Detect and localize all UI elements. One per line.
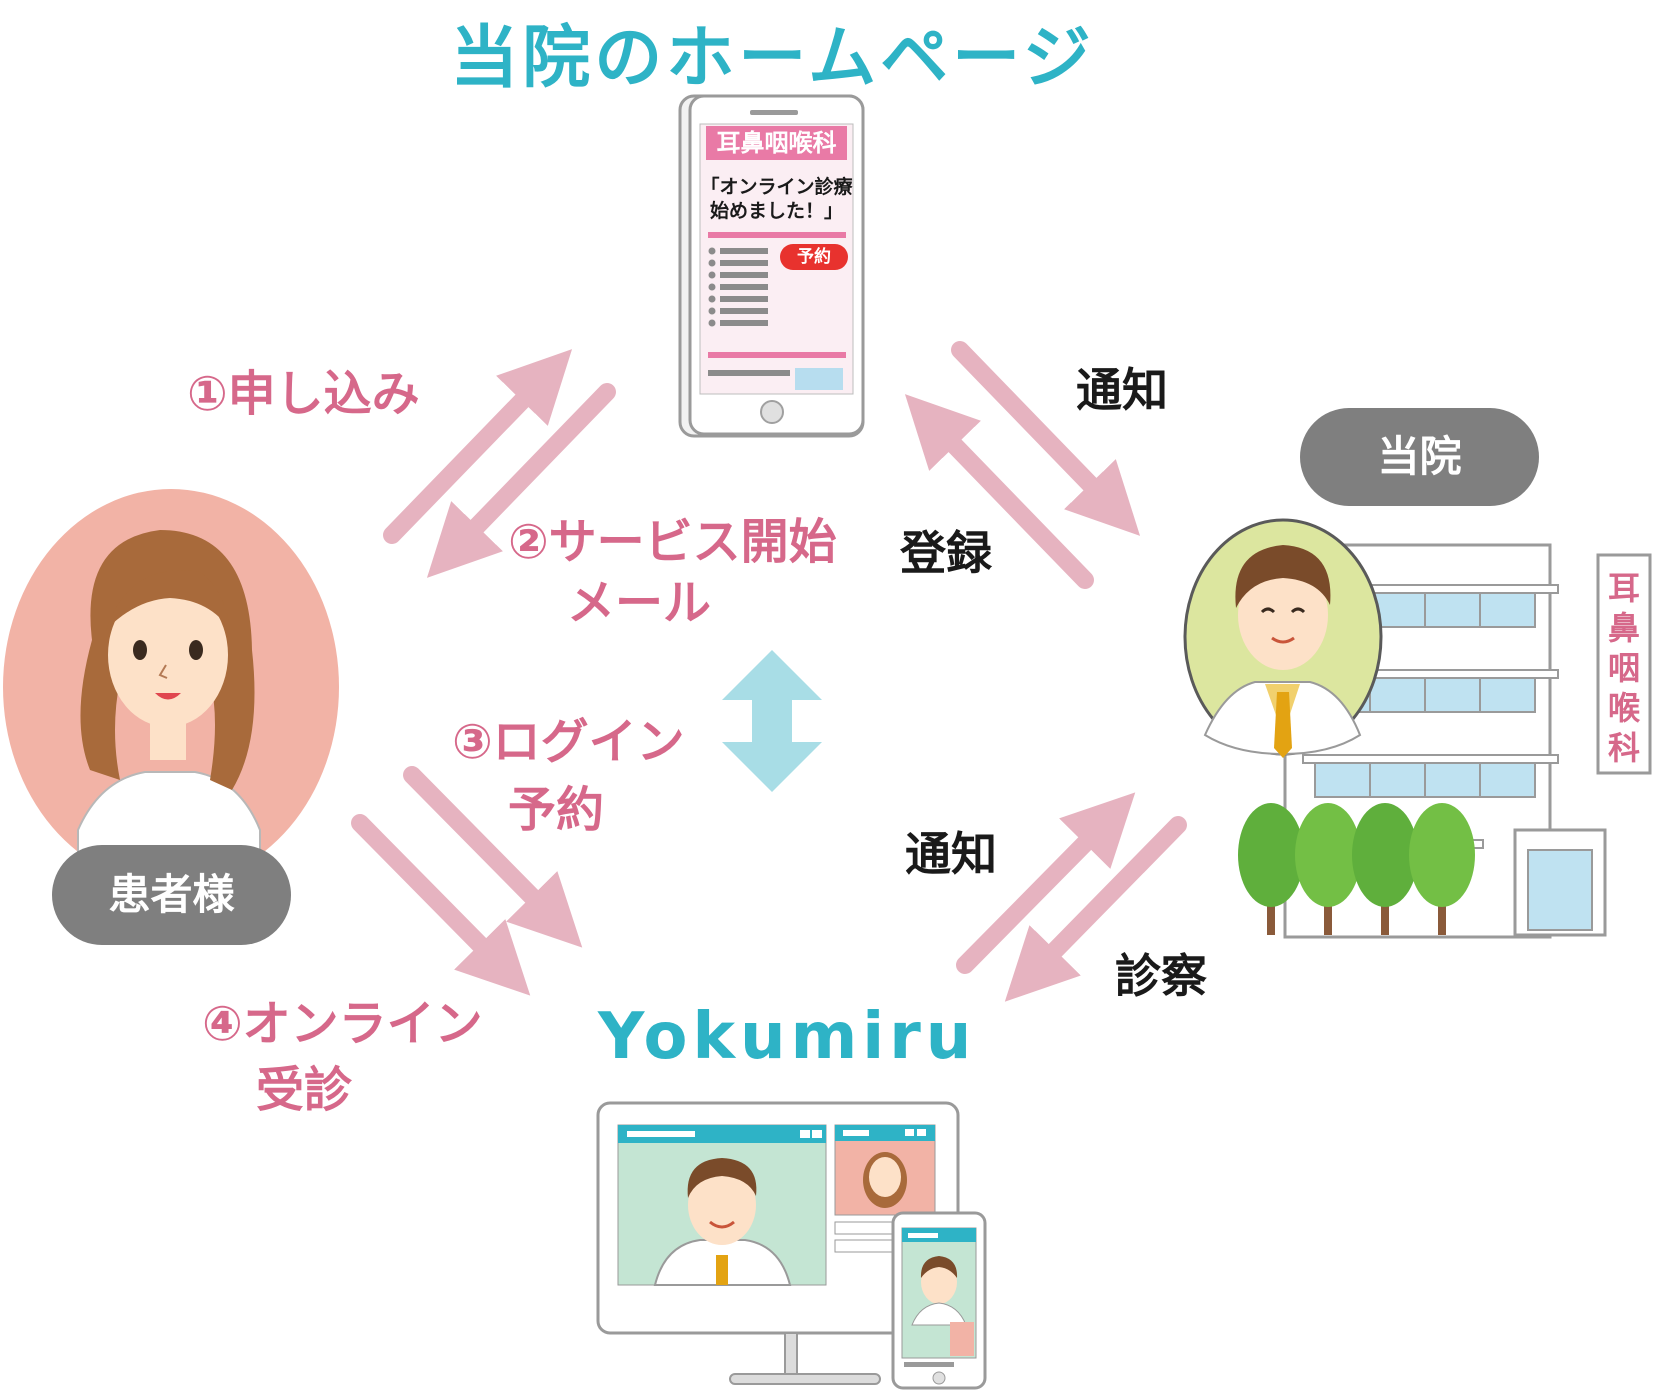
phone-headline-line1: 「オンライン診療 <box>700 176 853 198</box>
sign-char: 喉 <box>1607 689 1640 727</box>
step2-label-line2: メール <box>567 575 712 631</box>
page-title: 当院のホームページ <box>450 19 1095 98</box>
phone-department-label: 耳鼻咽喉科 <box>716 129 837 157</box>
arrows-clinic-yokumiru <box>956 792 1187 1002</box>
yokumiru-brand: Yokumiru <box>598 1000 977 1074</box>
step1-label: ①申し込み <box>187 366 420 422</box>
sign-char: 耳 <box>1607 569 1640 607</box>
double-arrow-icon <box>722 650 822 792</box>
yokumiru-monitor-illustration <box>596 1101 987 1390</box>
arrows-patient-yokumiru <box>351 766 583 996</box>
notify-top-label: 通知 <box>1076 363 1168 417</box>
step3-label-line1: ③ログイン <box>452 714 685 770</box>
patient-label: 患者様 <box>52 845 291 945</box>
building-sign: 耳 鼻 咽 喉 科 <box>1598 568 1650 768</box>
consult-label: 診察 <box>1115 949 1207 1003</box>
reserve-badge: 予約 <box>797 247 831 267</box>
phone-headline-line2: 始めました！」 <box>709 200 843 222</box>
trees <box>1238 803 1475 935</box>
sign-char: 咽 <box>1607 649 1640 687</box>
notify-bottom-label: 通知 <box>905 827 997 881</box>
step4-label-line1: ④オンライン <box>202 996 483 1052</box>
doctor-avatar <box>1183 518 1383 758</box>
clinic-label: 当院 <box>1300 408 1539 506</box>
sign-char: 科 <box>1607 729 1640 767</box>
homepage-phone-illustration <box>678 94 865 438</box>
register-label: 登録 <box>900 526 992 580</box>
sign-char: 鼻 <box>1607 609 1640 647</box>
step3-label-line2: 予約 <box>508 782 605 838</box>
step4-label-line2: 受診 <box>256 1062 353 1118</box>
arrows-homepage-clinic <box>904 341 1141 589</box>
arrows-patient-homepage <box>383 349 616 578</box>
patient-avatar <box>3 489 339 885</box>
step2-label-line1: ②サービス開始 <box>508 514 837 570</box>
